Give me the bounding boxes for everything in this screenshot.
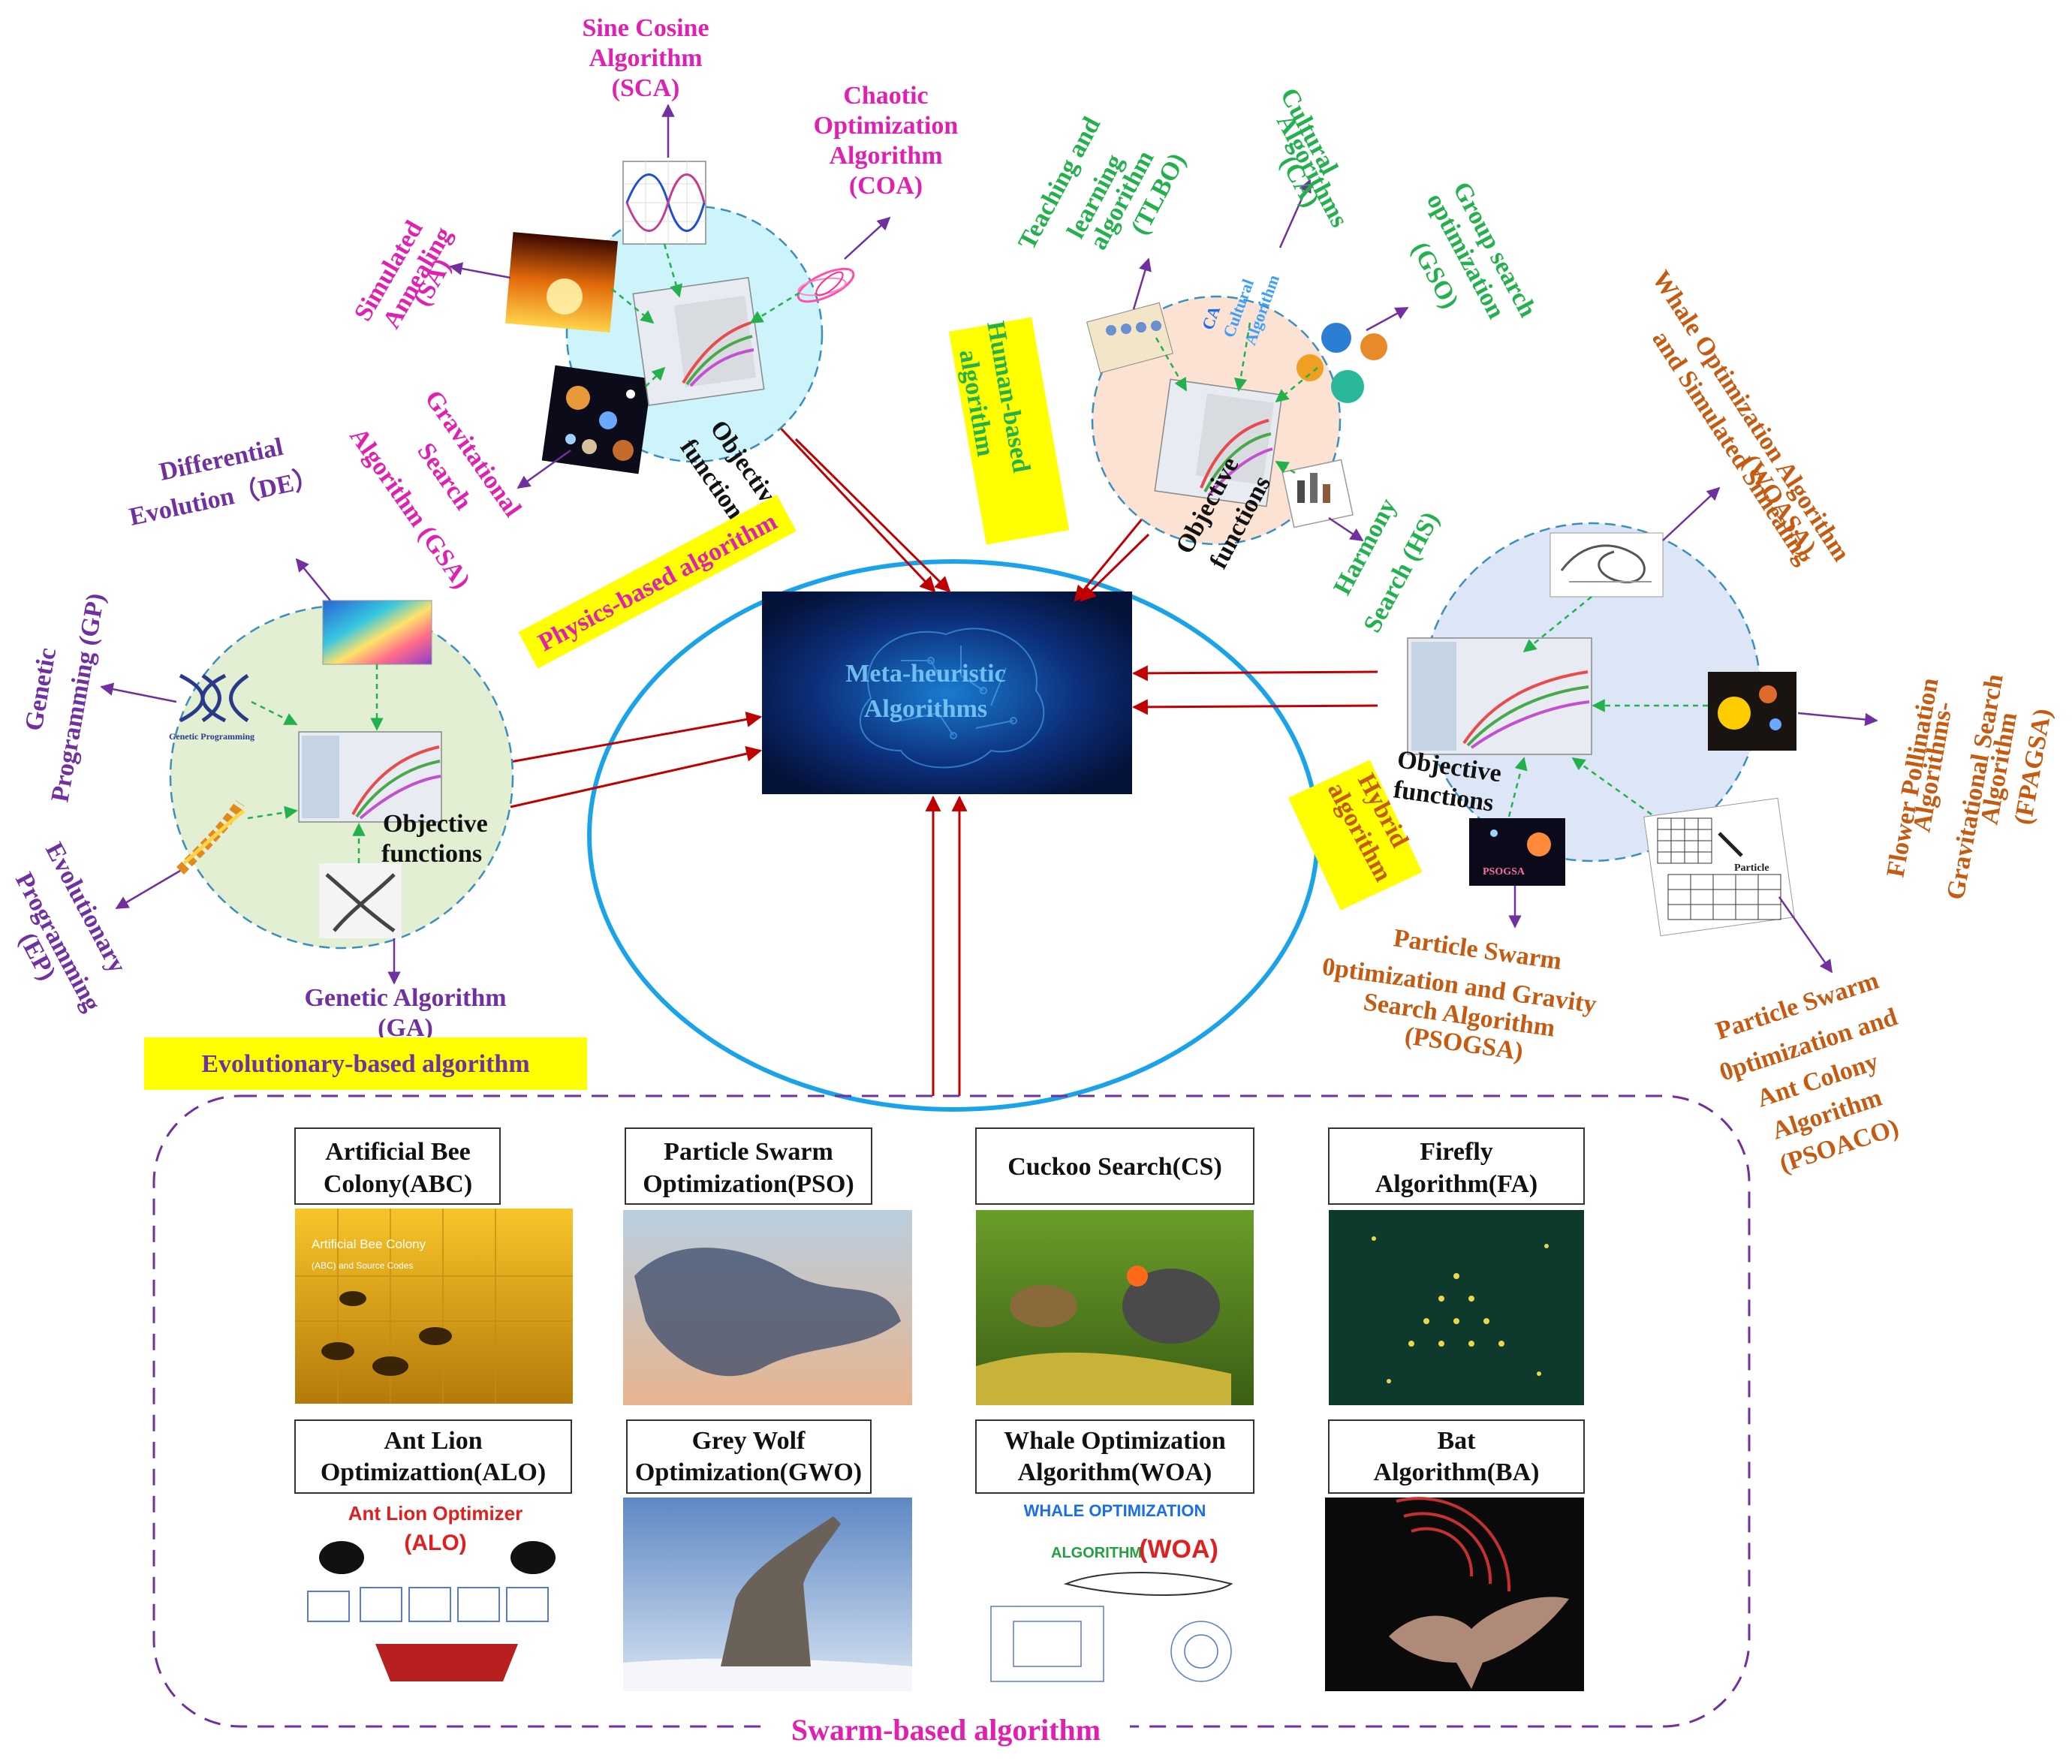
gso-thumbnail	[1297, 323, 1387, 403]
evolutionary-category-box: Evolutionary-based algorithm	[144, 1037, 587, 1090]
alo-img-l2: (ALO)	[404, 1531, 466, 1555]
swarm-card-ba: Bat Algorithm(BA)	[1325, 1419, 1585, 1691]
gsa-thumbnail	[541, 365, 652, 474]
swarm-card-cs: Cuckoo Search(CS)	[975, 1127, 1254, 1405]
cuckoo-chick-icon	[1122, 1269, 1220, 1344]
antlion-icon	[510, 1541, 556, 1574]
hs-thumbnail	[1281, 459, 1354, 528]
reed-warbler-icon	[1010, 1285, 1077, 1327]
abc-img-l2: (ABC) and Source Codes	[312, 1260, 413, 1271]
woa-img-l3: (WOA)	[1139, 1535, 1218, 1564]
fpagsa-thumbnail	[1708, 672, 1796, 751]
ga-thumbnail	[319, 863, 402, 938]
sca-label-l3: (SCA)	[612, 74, 680, 102]
swarm-card-alo: Ant Lion Optimizattion(ALO) Ant Lion Opt…	[294, 1419, 572, 1691]
ba-title-l1: Bat	[1438, 1427, 1477, 1455]
evo-objective-line1: Objective	[383, 810, 488, 838]
pso-title-l2: Optimization(PSO)	[643, 1170, 854, 1198]
evolutionary-cluster: Genetic Programming Objective functions	[10, 433, 587, 1090]
gp-thumb-text: Genetic Programming	[169, 731, 254, 742]
coa-label-l2: Optimization	[814, 112, 959, 140]
coa-label-l4: (COA)	[849, 172, 923, 200]
sonar-wave-icon	[1396, 1497, 1511, 1592]
bird-swarm-icon	[634, 1248, 901, 1377]
ep-thumbnail	[176, 800, 245, 874]
wolf-icon	[721, 1516, 841, 1666]
red-arrows	[510, 419, 1378, 1096]
human-cluster: CA Cultural Algorithm Objective	[948, 83, 1542, 637]
swarm-card-woa: Whale Optimization Algorithm(WOA) WHALE …	[975, 1419, 1254, 1691]
bee-icon	[321, 1291, 452, 1376]
sca-thumbnail	[622, 161, 706, 245]
coa-label-l3: Algorithm	[829, 142, 942, 170]
firefly-chandelier-icon	[1372, 1236, 1549, 1383]
pso-title-l1: Particle Swarm	[664, 1138, 833, 1166]
abc-title-l2: Colony(ABC)	[324, 1170, 472, 1198]
whale-icon	[1063, 1572, 1233, 1596]
woasa-label-l1: Whale Optimization Algorithm	[1646, 266, 1855, 566]
gwo-title-l2: Optimization(GWO)	[635, 1458, 862, 1486]
ba-title-l2: Algorithm(BA)	[1374, 1458, 1540, 1486]
swarm-card-pso: Particle Swarm Optimization(PSO)	[623, 1127, 912, 1405]
abc-img-l1: Artificial Bee Colony	[312, 1237, 426, 1251]
cs-title-l1: Cuckoo Search(CS)	[1007, 1153, 1222, 1181]
woa-title-l1: Whale Optimization	[1004, 1427, 1226, 1455]
woa-title-l2: Algorithm(WOA)	[1018, 1458, 1212, 1486]
swarm-section: Swarm-based algorithm Artificial Bee Col…	[152, 1094, 1751, 1749]
sca-label-l2: Algorithm	[589, 44, 702, 72]
human-category-box: Human-based algorithm	[948, 317, 1070, 545]
swarm-card-gwo: Grey Wolf Optimization(GWO)	[623, 1419, 912, 1691]
brain-circuit-icon	[859, 628, 1045, 769]
hybrid-cluster: PSOGSA Particle	[1287, 266, 2057, 1179]
coa-label-l1: Chaotic	[843, 82, 928, 110]
physics-category-box: Physics-based algorithm	[518, 495, 797, 669]
particle-thumb-text: Particle	[1734, 862, 1769, 874]
gp-thumbnail: Genetic Programming	[169, 673, 254, 742]
abc-title-l1: Artificial Bee	[325, 1138, 471, 1166]
gp-label-l1: Genetic	[20, 646, 62, 733]
alo-title-l2: Optimizattion(ALO)	[321, 1458, 546, 1486]
human-screenshot	[1154, 378, 1283, 507]
sca-label-l1: Sine Cosine	[582, 14, 709, 42]
fa-title-l1: Firefly	[1420, 1138, 1493, 1166]
antlion-icon	[319, 1541, 364, 1574]
ga-label-l2: (GA)	[378, 1014, 433, 1042]
tlbo-thumbnail	[1086, 302, 1173, 374]
center-title-line2: Algorithms	[864, 695, 987, 723]
physics-category-label: Physics-based algorithm	[534, 507, 782, 657]
swarm-category-label: Swarm-based algorithm	[791, 1713, 1101, 1747]
evolutionary-category-label: Evolutionary-based algorithm	[201, 1050, 529, 1078]
evo-objective-line2: functions	[381, 840, 482, 868]
hybrid-screenshot	[1407, 637, 1592, 755]
gp-label-l2: Programming (GP)	[46, 592, 110, 805]
woasa-thumbnail	[1549, 532, 1664, 598]
ship-icon	[375, 1644, 518, 1681]
psogsa-thumbnail: PSOGSA	[1469, 818, 1565, 886]
evo-screenshot	[298, 731, 442, 823]
branch-icon	[976, 1352, 1231, 1405]
ga-label-l1: Genetic Algorithm	[304, 984, 506, 1012]
physics-screenshot	[632, 277, 765, 406]
bat-icon	[1389, 1597, 1569, 1689]
de-thumbnail	[322, 600, 432, 665]
fa-title-l2: Algorithm(FA)	[1375, 1170, 1538, 1198]
center-title-line1: Meta-heuristic	[845, 660, 1005, 688]
alo-title-l1: Ant Lion	[384, 1427, 482, 1455]
psoaco-thumbnail: Particle	[1643, 797, 1795, 937]
woa-img-l2: ALGORITHM	[1051, 1545, 1142, 1561]
woa-img-l1: WHALE OPTIMIZATION	[1024, 1501, 1206, 1520]
alo-img-l1: Ant Lion Optimizer	[348, 1502, 523, 1525]
coa-thumbnail	[797, 267, 855, 303]
gwo-title-l1: Grey Wolf	[692, 1427, 806, 1455]
sa-thumbnail	[504, 232, 619, 333]
swarm-card-fa: Firefly Algorithm(FA)	[1328, 1127, 1585, 1405]
psogsa-thumb-text: PSOGSA	[1483, 866, 1525, 877]
center-box: Meta-heuristic Algorithms	[762, 592, 1132, 794]
swarm-card-abc: Artificial Bee Colony(ABC) Artificial Be…	[294, 1127, 573, 1404]
